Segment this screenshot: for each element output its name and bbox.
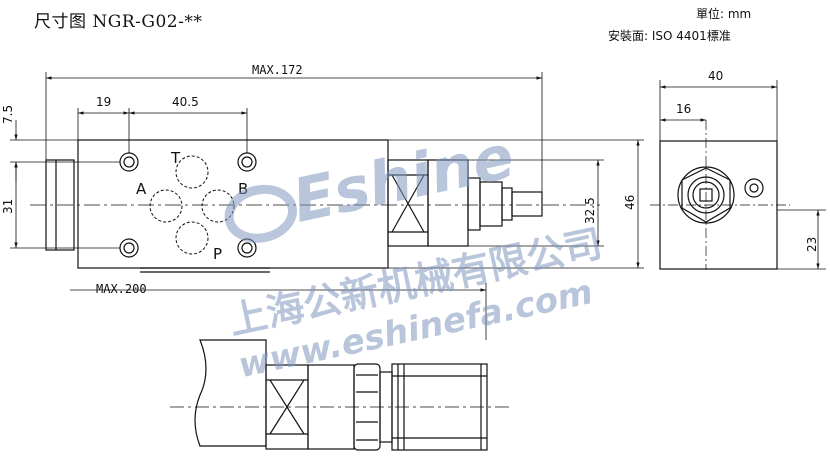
watermark-brand: Eshine [287,122,520,237]
dim-19: 19 [96,95,111,109]
dim-max-adjust: MAX.200 [96,282,147,296]
dim-32-5: 32.5 [583,197,597,224]
dim-23: 23 [805,237,819,252]
side-view [650,120,790,270]
dim-16: 16 [676,102,691,116]
port-label-t: T [170,149,181,167]
port-label-a: A [136,180,147,198]
port-label-b: B [238,180,248,198]
unit-label: 單位: mm [696,7,752,21]
front-dimensions [10,72,644,340]
mounting-standard-label: 安裝面: ISO 4401標准 [608,29,731,43]
adjust-stem [511,191,543,217]
detail-knob [391,363,488,451]
dim-31: 31 [1,199,15,214]
dim-7-5: 7.5 [1,105,15,124]
drawing-title: 尺寸图 NGR-G02-** [34,12,203,32]
dim-40-5: 40.5 [172,95,199,109]
watermark-logo-icon [224,184,297,243]
side-dimensions [659,80,826,270]
side-pin-hole [744,178,764,198]
dim-40: 40 [708,69,723,83]
detail-body-break [194,339,267,447]
dim-max-length: MAX.172 [252,63,303,77]
dim-46: 46 [623,195,637,210]
detail-view [170,339,510,451]
port-label-p: P [213,245,222,263]
